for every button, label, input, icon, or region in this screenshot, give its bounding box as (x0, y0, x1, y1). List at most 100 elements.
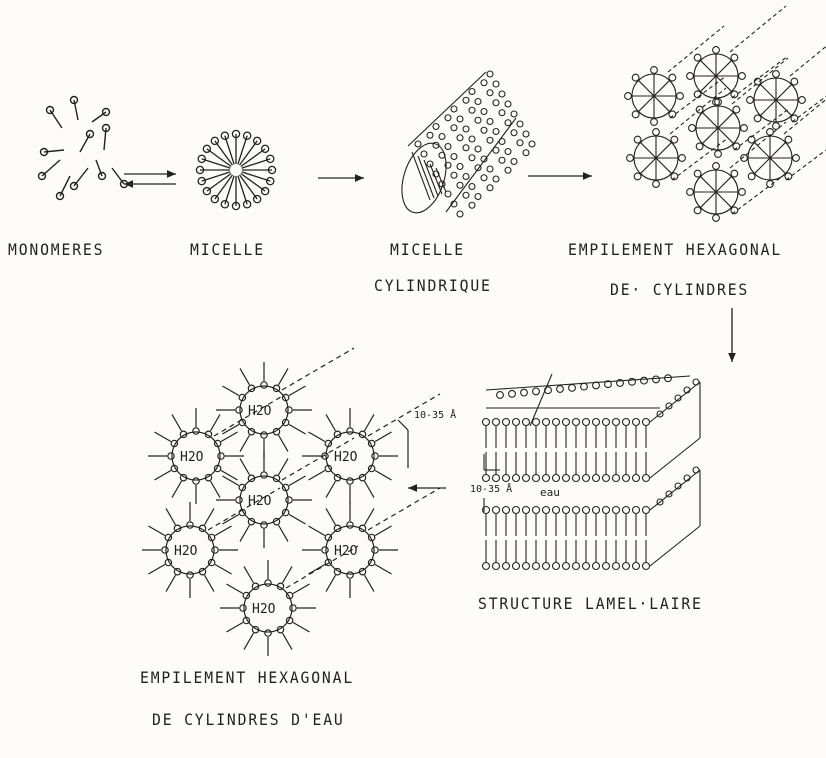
lipid-head (747, 97, 754, 104)
label-hex-line2: DE· CYLINDRES (610, 280, 749, 299)
lipid-head (290, 605, 296, 611)
lipid-head (583, 419, 590, 426)
lipid-head (463, 145, 469, 151)
label-lamellaire: STRUCTURE LAMEL·LAIRE (478, 594, 703, 613)
lipid-head (557, 386, 564, 393)
lipid-head (240, 605, 246, 611)
lipid-head (573, 507, 580, 514)
lipid-head (487, 119, 493, 125)
lipid-head (457, 211, 463, 217)
cap-tail (412, 152, 430, 200)
lipid-head (633, 419, 640, 426)
lipid-head (168, 453, 174, 459)
lipid-head (469, 184, 475, 190)
lipid-tail (240, 458, 250, 474)
cylinder-axis (730, 6, 786, 52)
lipid-tail (289, 476, 305, 486)
lipid-tail (308, 526, 324, 536)
lipid-tail (92, 112, 106, 122)
lipid-tail (279, 435, 289, 451)
cylinder-spoke (754, 142, 770, 158)
lipid-head (694, 170, 701, 177)
lipid-tail (375, 565, 391, 575)
cylinder-spoke (654, 80, 670, 96)
cylinder-spoke (638, 96, 654, 112)
label-hex-eau-line1: EMPILEMENT HEXAGONAL (140, 668, 354, 687)
lipid-head (511, 130, 517, 136)
lipid-head (613, 419, 620, 426)
lipid-head (773, 123, 780, 130)
cylinder-spoke (776, 100, 792, 116)
lipid-head (583, 507, 590, 514)
lipid-head (625, 93, 632, 100)
lipid-head (523, 150, 529, 156)
cylinder-spoke (702, 112, 718, 128)
lipid-head (372, 547, 378, 553)
lipid-tail (148, 565, 164, 575)
lipid-tail (279, 458, 289, 474)
lipid-tail (326, 575, 336, 591)
lipid-head (505, 120, 511, 126)
lipid-head (451, 172, 457, 178)
lipid-head (457, 182, 463, 188)
lipid-head (593, 475, 600, 482)
hexagonal-cylinders-figure (625, 6, 826, 221)
lipid-head (603, 563, 610, 570)
lipid-head (193, 478, 199, 484)
lipid-tail (222, 515, 238, 525)
lipid-tail (215, 565, 231, 575)
cylinder-spoke (776, 84, 792, 100)
lipid-head (469, 202, 475, 208)
lipid-head (731, 170, 738, 177)
lipid-tail (211, 481, 221, 497)
lipid-head (475, 99, 481, 105)
lipid-head (643, 419, 650, 426)
lipid-tail (240, 435, 250, 451)
lipid-head (499, 110, 505, 116)
lipid-head (593, 563, 600, 570)
lipid-tail (244, 566, 254, 582)
lipid-head (261, 432, 267, 438)
lipid-head (493, 507, 500, 514)
lipid-head (265, 630, 271, 636)
bilayer-edge (650, 526, 700, 566)
lipid-tail (221, 471, 237, 481)
cylinder-spoke (700, 76, 716, 92)
lipid-head (603, 475, 610, 482)
lipid-head (286, 407, 292, 413)
lipid-head (198, 155, 205, 162)
lipid-head (505, 101, 511, 107)
lipid-tail (375, 526, 391, 536)
lipid-head (694, 54, 701, 61)
lipid-head (741, 125, 748, 132)
lipid-tail (211, 414, 221, 430)
lipid-head (517, 121, 523, 127)
lipid-head (569, 384, 576, 391)
lipid-head (689, 125, 696, 132)
lipid-head (236, 407, 242, 413)
lipid-tail (326, 414, 336, 430)
lipid-head (469, 107, 475, 113)
lipid-tail (215, 526, 231, 536)
lipid-head (533, 475, 540, 482)
leader-line (530, 374, 552, 426)
lipid-head (481, 109, 487, 115)
water-label: H2O (174, 544, 198, 559)
lipid-head (603, 419, 610, 426)
annotation-eau: eau (540, 486, 560, 499)
lipid-head (653, 376, 660, 383)
cylinder-spoke (640, 142, 656, 158)
lipid-head (627, 155, 634, 162)
lipid-head (643, 475, 650, 482)
cylinder-axis (672, 138, 728, 180)
cylinder-spoke (656, 158, 672, 174)
lipid-head (767, 129, 774, 136)
lipid-head (481, 80, 487, 86)
lipid-head (499, 157, 505, 163)
cylindrical-micelle-figure (394, 71, 535, 218)
lipid-head (553, 507, 560, 514)
lipid-tail (172, 414, 182, 430)
lipid-head (523, 507, 530, 514)
lipid-tail (365, 414, 375, 430)
lipid-head (583, 563, 590, 570)
